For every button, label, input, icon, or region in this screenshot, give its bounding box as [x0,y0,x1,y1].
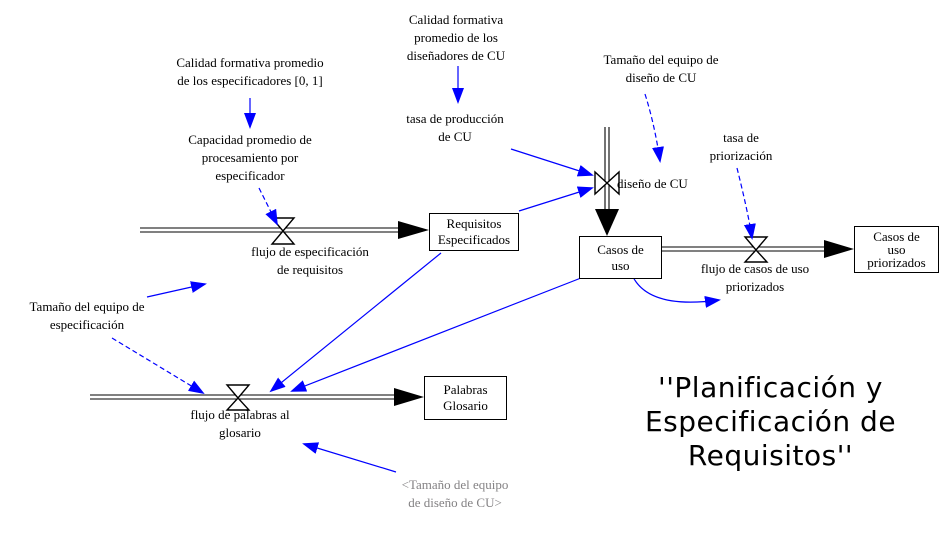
arrow-casos-to-flujo-casos [632,276,721,308]
arrow-requisitos-to-valve-diseno [518,186,594,212]
flow-arrowhead-casos-priorizados [824,240,854,258]
arrow-tamesp-to-valve-palabras [111,337,205,395]
valve-diseno-cu-icon[interactable] [594,170,620,196]
variable-tasa-priorizacion[interactable]: tasa de priorización [709,130,773,163]
stock-casos-de-uso[interactable]: Casos de uso [579,236,662,279]
arrow-capacidad-to-valve-especificacion [258,187,278,226]
flow-pipe-especificacion [140,227,402,233]
arrow-tamdis-to-valve-diseno [644,93,664,163]
arrow-shadowtamdis-to-flujo-palabras [302,442,397,473]
valve-flujo-casos-icon[interactable] [743,236,769,263]
variable-calidad-especificadores[interactable]: Calidad formativa promedio de los especi… [176,55,324,88]
valve-flujo-especificacion-icon[interactable] [270,217,296,245]
flow-label-diseno-cu[interactable]: diseño de CU [617,176,688,191]
variable-tasa-produccion[interactable]: tasa de producción de CU [406,111,504,144]
flow-arrowhead-especificacion [398,221,429,239]
arrow-tasaprod-to-valve-diseno [510,148,594,177]
stock-requisitos-label: Requisitos Especificados [437,216,511,247]
stock-palabras-label: Palabras Glosario [443,382,488,413]
flow-label-flujo-casos-priorizados[interactable]: flujo de casos de uso priorizados [700,261,810,294]
flow-label-flujo-especificacion[interactable]: flujo de especificación de requisitos [251,244,369,277]
variable-calidad-disenadores[interactable]: Calidad formativa promedio de los diseña… [406,12,506,63]
shadow-variable-tamano-equipo-diseno[interactable]: <Tamaño del equipo de diseño de CU> [401,477,509,510]
flow-arrowhead-palabras [394,388,424,406]
stock-priorizados-label: Casos de uso priorizados [867,229,926,270]
flow-label-flujo-palabras[interactable]: flujo de palabras al glosario [190,407,290,440]
arrow-requisitos-to-valve-palabras [269,252,442,393]
variable-capacidad-promedio[interactable]: Capacidad promedio de procesamiento por … [188,132,312,183]
diagram-title: ''Planificación y Especificación de Requ… [644,371,897,472]
stock-palabras-glosario[interactable]: Palabras Glosario [424,376,507,420]
valve-flujo-palabras-icon[interactable] [225,384,251,411]
arrow-tasaprior-to-valve-casos [736,167,756,240]
arrow-casos-to-valve-palabras [290,277,582,392]
stock-casos-de-uso-priorizados[interactable]: Casos de uso priorizados [854,226,939,273]
flow-pipe-casos-priorizados [660,246,827,252]
variable-tamano-equipo-diseno[interactable]: Tamaño del equipo de diseño de CU [603,52,719,85]
flow-arrowhead-diseno-cu [595,209,619,236]
stock-requisitos-especificados[interactable]: Requisitos Especificados [429,213,519,251]
variable-tamano-equipo-especificacion[interactable]: Tamaño del equipo de especificación [29,299,145,332]
flow-pipe-diseno-cu [604,127,610,212]
arrow-tamesp-to-flujo-especificacion [146,281,207,298]
stock-casos-label: Casos de uso [597,241,644,273]
flow-pipe-palabras [90,394,398,400]
